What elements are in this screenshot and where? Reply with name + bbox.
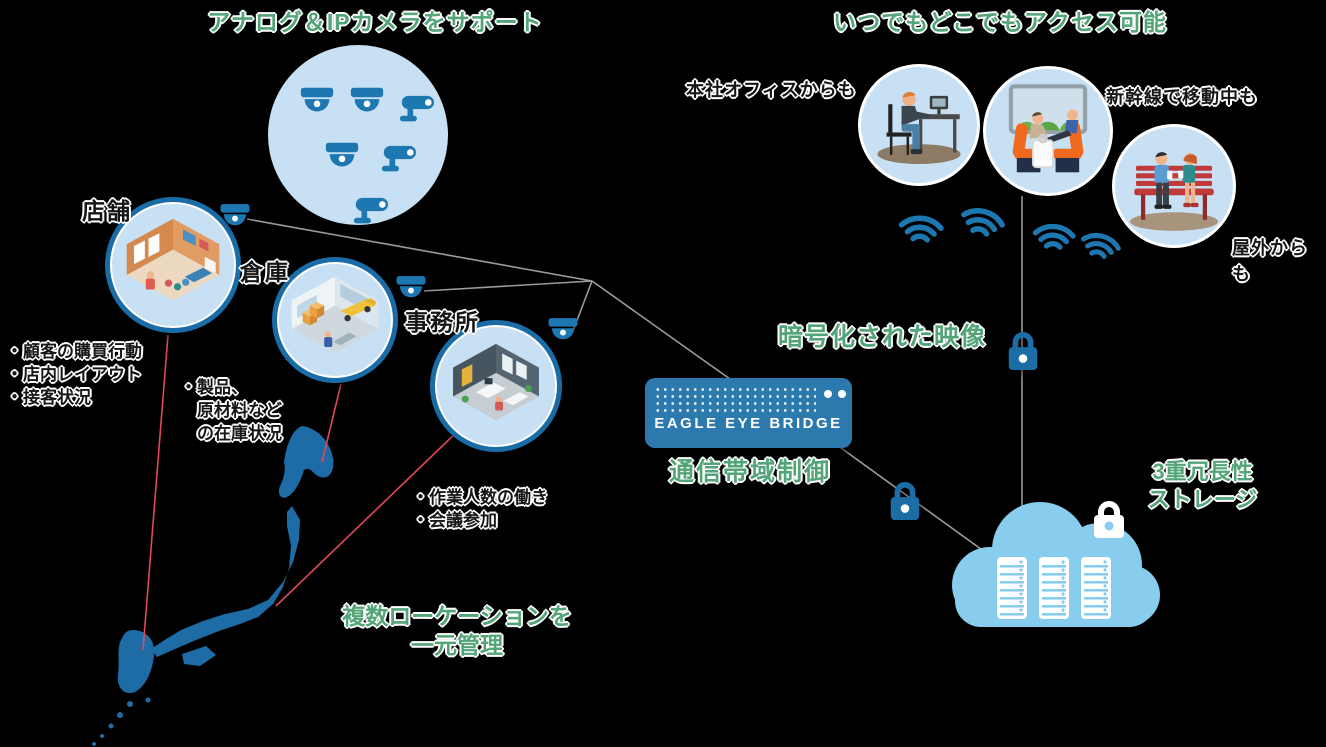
lock-icon	[1094, 501, 1124, 538]
warehouse-circle	[272, 257, 398, 383]
lock-icon	[1008, 332, 1038, 370]
head-office-circle	[858, 64, 980, 186]
bullet-item: ・会議参加	[412, 511, 497, 530]
bench-illustration	[1130, 152, 1218, 231]
warehouse-bullet-list: ・製品、 原材料など の在庫状況	[180, 376, 282, 445]
line-junction-bridge	[591, 280, 738, 385]
wifi-icon	[961, 208, 1005, 237]
multi-location-line1: 複数ローケーションを	[342, 603, 572, 629]
bullet-item: 原材料など	[197, 401, 282, 420]
wifi-icon	[1032, 224, 1076, 250]
train-illustration	[1008, 84, 1088, 173]
office-illustration	[453, 343, 539, 421]
bullet-item: ・作業人数の働き	[412, 488, 548, 507]
honshu	[151, 506, 300, 657]
office-bullet-list: ・作業人数の働き ・会議参加	[412, 486, 548, 532]
warehouse-label: 倉庫	[240, 259, 290, 285]
title-analog-ip-support: アナログ＆IPカメラをサポート	[207, 9, 543, 35]
led-indicator	[824, 390, 832, 398]
wifi-icon	[1081, 233, 1121, 259]
wifi-icon	[898, 215, 944, 243]
bullet-item: ・製品、	[180, 378, 248, 397]
camera-support-circle	[268, 45, 448, 225]
cloud-storage-icon	[952, 501, 1160, 627]
warehouse-illustration	[291, 276, 379, 353]
bullet-item: ・店内レイアウト	[6, 365, 142, 384]
office-circle	[430, 320, 562, 452]
multi-location-label: 複数ローケーションを 一元管理	[328, 602, 586, 660]
store-label: 店舗	[82, 198, 132, 224]
encrypted-video-label: 暗号化された映像	[778, 323, 987, 351]
storage-label: 3重冗長性 ストレージ	[1135, 458, 1270, 514]
line-warehouse-camera	[423, 280, 593, 292]
dome-camera-icon	[220, 204, 250, 226]
vent-dots	[654, 386, 816, 412]
office-worker-illustration	[877, 91, 961, 165]
server-racks	[997, 557, 1111, 619]
shikoku	[182, 646, 216, 666]
japan-map	[92, 426, 334, 746]
line-store-camera	[246, 218, 593, 282]
shinkansen-label: 新幹線で移動中も	[1106, 87, 1258, 107]
line-bridge-cloud	[829, 439, 986, 553]
line-warehouse-map	[321, 383, 342, 463]
storage-label-line2: ストレージ	[1147, 487, 1258, 512]
outdoor-label: 屋外からも	[1232, 238, 1308, 284]
dome-camera-icon	[300, 87, 334, 112]
outdoor-circle	[1112, 124, 1236, 248]
kyushu	[117, 630, 155, 694]
office-label: 事務所	[405, 309, 480, 335]
bullet-item: ・顧客の購買行動	[6, 342, 142, 361]
bandwidth-control-label: 通信帯域制御	[668, 458, 831, 486]
lock-icon	[890, 482, 920, 520]
multi-location-line2: 一元管理	[411, 632, 503, 658]
title-access-anywhere: いつでもどこでもアクセス可能	[833, 9, 1167, 35]
dome-camera-icon	[325, 142, 359, 167]
line-office-map	[275, 427, 462, 607]
storage-label-line1: 3重冗長性	[1152, 459, 1253, 484]
bullet-item: の在庫状況	[197, 424, 282, 443]
bullet-item: ・接客状況	[6, 388, 91, 407]
store-bullet-list: ・顧客の購買行動 ・店内レイアウト ・接客状況	[6, 340, 142, 409]
line-store-map	[142, 334, 169, 651]
dome-camera-icon	[396, 276, 426, 298]
bullet-camera-icon	[399, 95, 434, 122]
eagle-eye-bridge-device: EAGLE EYE BRIDGE	[645, 378, 852, 448]
bullet-camera-icon	[381, 145, 416, 172]
bridge-device-label: EAGLE EYE BRIDGE	[654, 415, 843, 432]
led-indicator	[838, 390, 846, 398]
hokkaido	[278, 426, 334, 498]
dome-camera-icon	[350, 87, 384, 112]
head-office-label: 本社オフィスからも	[686, 80, 857, 100]
dome-camera-icon	[548, 318, 578, 340]
shinkansen-circle	[983, 66, 1113, 196]
